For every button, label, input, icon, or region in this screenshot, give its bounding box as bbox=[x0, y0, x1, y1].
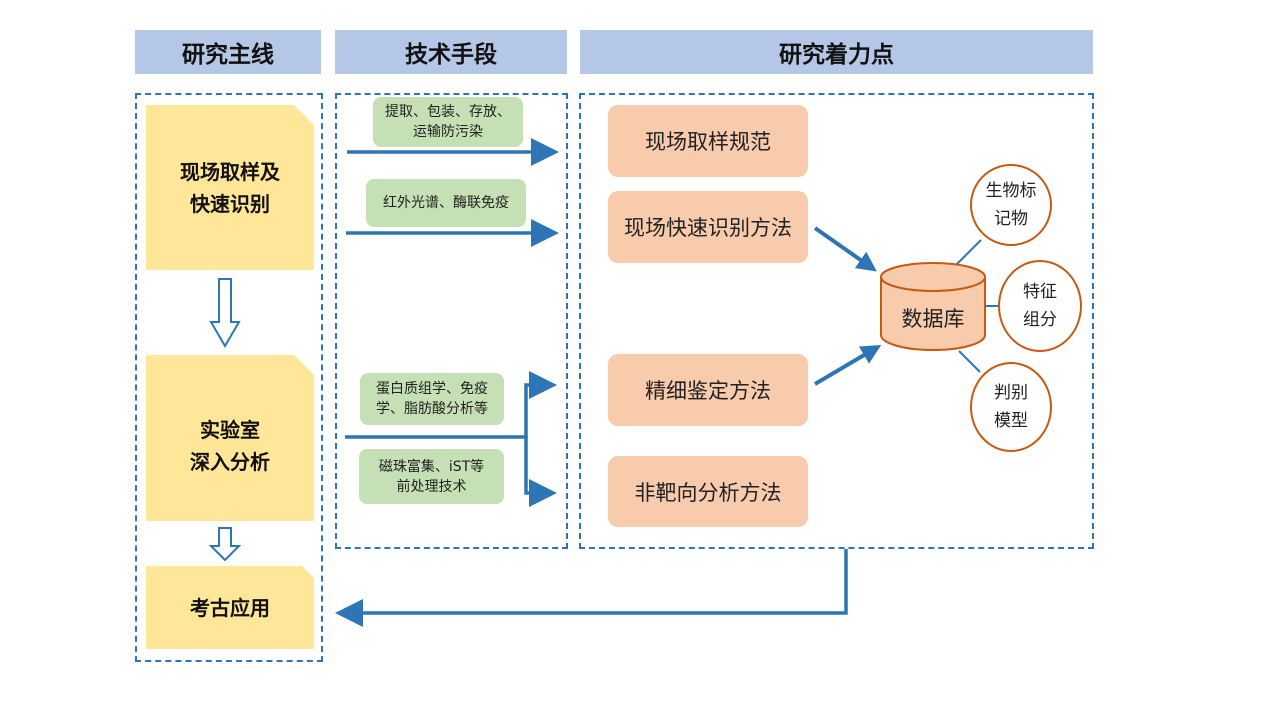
database-icon bbox=[880, 262, 986, 351]
step-lab-analysis-line2: 深入分析 bbox=[190, 450, 270, 474]
output-discrimination-model-line1: 判别 bbox=[994, 383, 1028, 403]
output-biomarkers-line2: 记物 bbox=[994, 209, 1028, 229]
method-rapid-identification: 现场快速识别方法 bbox=[608, 191, 808, 263]
output-characteristic-components-line2: 组分 bbox=[1023, 310, 1057, 330]
tech-item-contamination: 提取、包装、存放、 运输防污染 bbox=[373, 97, 523, 147]
method-fine-identification-label: 精细鉴定方法 bbox=[645, 379, 771, 403]
step-field-sampling-line1: 现场取样及 bbox=[180, 159, 280, 184]
step-archaeological-application: 考古应用 bbox=[146, 566, 314, 649]
tech-item-pretreatment-line2: 前处理技术 bbox=[396, 478, 467, 495]
header-research-focus: 研究着力点 bbox=[580, 30, 1093, 74]
tech-item-pretreatment: 磁珠富集、iST等 前处理技术 bbox=[359, 449, 504, 504]
output-characteristic-components: 特征 组分 bbox=[998, 260, 1082, 352]
down-arrow-icon-2 bbox=[208, 527, 242, 562]
method-rapid-identification-label: 现场快速识别方法 bbox=[624, 216, 792, 240]
database-label: 数据库 bbox=[901, 307, 965, 331]
output-discrimination-model: 判别 模型 bbox=[970, 362, 1052, 452]
step-field-sampling: 现场取样及 快速识别 bbox=[146, 105, 314, 270]
tech-item-proteomics-line1: 蛋白质组学、免疫 bbox=[376, 381, 488, 397]
method-fine-identification: 精细鉴定方法 bbox=[608, 354, 808, 426]
method-field-sampling-standard: 现场取样规范 bbox=[608, 105, 808, 177]
main-step-shape-1 bbox=[146, 105, 314, 270]
tech-branch-arrow-up bbox=[524, 371, 557, 438]
tech-item-contamination-line2: 运输防污染 bbox=[413, 124, 483, 140]
main-step-shape-3 bbox=[146, 566, 314, 649]
tech-item-proteomics-line2: 学、脂肪酸分析等 bbox=[376, 401, 488, 417]
tech-item-spectroscopy-label: 红外光谱、酶联免疫 bbox=[383, 195, 509, 211]
output-discrimination-model-line2: 模型 bbox=[994, 411, 1028, 431]
tech-branch-arrow-down bbox=[524, 436, 557, 507]
header-technical-means: 技术手段 bbox=[335, 30, 567, 74]
step-lab-analysis: 实验室 深入分析 bbox=[146, 355, 314, 521]
step-archaeological-application-label: 考古应用 bbox=[190, 595, 270, 620]
header-research-focus-label: 研究着力点 bbox=[779, 42, 894, 68]
down-arrow-icon-1 bbox=[209, 278, 241, 348]
header-research-line: 研究主线 bbox=[135, 30, 321, 74]
db-connector-1 bbox=[956, 239, 982, 265]
header-research-line-label: 研究主线 bbox=[182, 42, 274, 68]
tech-item-contamination-line1: 提取、包装、存放、 bbox=[385, 104, 511, 120]
output-characteristic-components-line1: 特征 bbox=[1023, 282, 1057, 302]
step-field-sampling-line2: 快速识别 bbox=[190, 191, 270, 216]
main-step-shape-2 bbox=[146, 355, 314, 521]
output-biomarkers-line1: 生物标 bbox=[985, 181, 1037, 201]
step-lab-analysis-line1: 实验室 bbox=[200, 418, 260, 442]
technical-means-container bbox=[335, 93, 568, 549]
header-technical-means-label: 技术手段 bbox=[405, 42, 497, 68]
feedback-arrow bbox=[335, 549, 848, 627]
method-non-targeted-analysis-label: 非靶向分析方法 bbox=[634, 480, 782, 505]
method-non-targeted-analysis: 非靶向分析方法 bbox=[608, 456, 808, 527]
method-field-sampling-standard-label: 现场取样规范 bbox=[645, 130, 771, 154]
method-to-db-arrow-2 bbox=[813, 344, 882, 386]
research-focus-container bbox=[579, 93, 1094, 549]
db-connector-3 bbox=[958, 350, 981, 373]
method-to-db-arrow-1 bbox=[813, 226, 877, 272]
tech-item-pretreatment-line1: 磁珠富集、iST等 bbox=[378, 458, 485, 475]
output-biomarkers: 生物标 记物 bbox=[970, 164, 1052, 246]
research-line-container bbox=[135, 93, 323, 662]
tech-item-proteomics: 蛋白质组学、免疫 学、脂肪酸分析等 bbox=[360, 373, 504, 425]
tech-item-spectroscopy: 红外光谱、酶联免疫 bbox=[366, 179, 526, 227]
